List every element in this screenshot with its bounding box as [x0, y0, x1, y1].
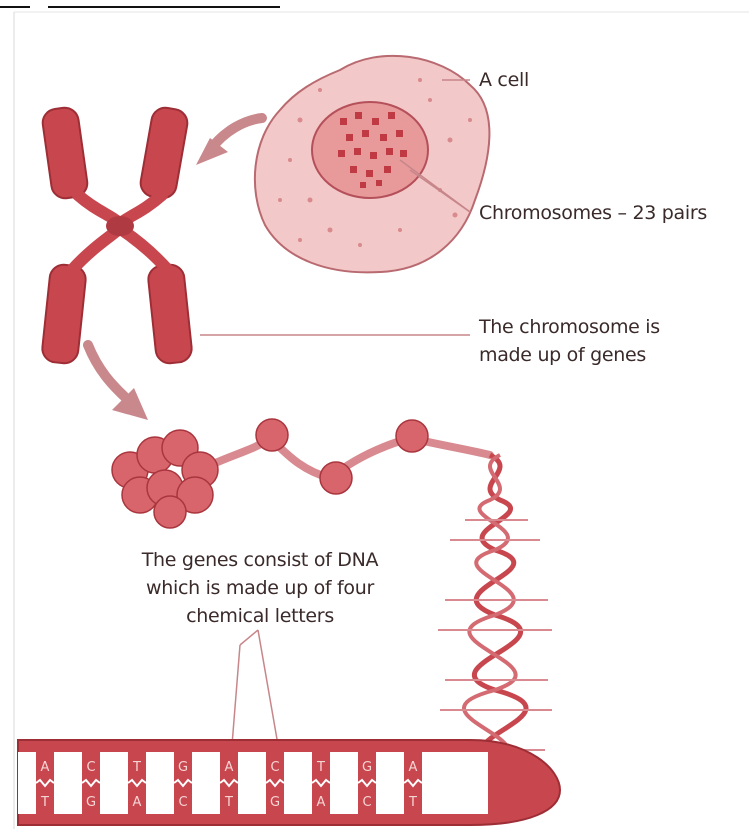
gene-cluster-bead: [154, 496, 186, 528]
cell-illustration: [255, 56, 490, 273]
dna-leader-line: [240, 630, 258, 645]
dna-base-letter-bottom: C: [178, 795, 187, 810]
chromosome-illustration: [41, 106, 193, 365]
chromosome-to-genes-arrow: [88, 345, 126, 398]
cell-label: A cell: [479, 67, 529, 93]
dna-leader-line: [258, 630, 278, 745]
dna-base-letter-bottom: T: [224, 795, 233, 810]
dna-ladder-rungs: A T C G T A G C A T C G T A G C A T: [36, 752, 422, 814]
dna-base-letter-bottom: A: [317, 795, 326, 810]
chromosome-arm: [138, 106, 189, 201]
dna-base-letter-bottom: T: [408, 795, 417, 810]
gene-bead: [256, 419, 288, 451]
dna-base-letter-bottom: G: [86, 795, 96, 810]
dna-base-letter-bottom: C: [362, 795, 371, 810]
chromosomes-label: Chromosomes – 23 pairs: [479, 200, 707, 226]
dna-base-letter-top: C: [86, 760, 95, 775]
chromosome-genes-label-line1: The chromosome is: [479, 314, 660, 340]
dna-base-letter-top: A: [225, 760, 234, 775]
dna-label-line2: which is made up of four: [120, 575, 400, 601]
chromosome-arm: [41, 263, 87, 364]
dna-label-line1: The genes consist of DNA: [120, 547, 400, 573]
genes-illustration: [112, 419, 490, 528]
dna-base-letter-top: C: [270, 760, 279, 775]
dna-base-letter-bottom: G: [270, 795, 280, 810]
cell-nucleus: [312, 102, 428, 198]
dna-base-letter-top: T: [132, 760, 141, 775]
gene-bead: [396, 420, 428, 452]
chromosome-centromere: [106, 216, 134, 236]
chromosome-arm: [147, 263, 193, 364]
chromosome-genes-label-line2: made up of genes: [479, 342, 646, 368]
chromosome-arm: [41, 106, 89, 200]
dna-base-letter-bottom: A: [133, 795, 142, 810]
dna-ladder: A T C G T A G C A T C G T A G C A T: [18, 740, 560, 825]
dna-base-letter-top: G: [362, 760, 372, 775]
dna-base-letter-top: T: [316, 760, 325, 775]
dna-label-line3: chemical letters: [120, 603, 400, 629]
dna-base-letter-top: A: [409, 760, 418, 775]
dna-base-letter-bottom: T: [40, 795, 49, 810]
dna-base-letter-top: A: [41, 760, 50, 775]
dna-base-letter-top: G: [178, 760, 188, 775]
dna-leader-line: [232, 645, 240, 745]
gene-bead: [320, 462, 352, 494]
